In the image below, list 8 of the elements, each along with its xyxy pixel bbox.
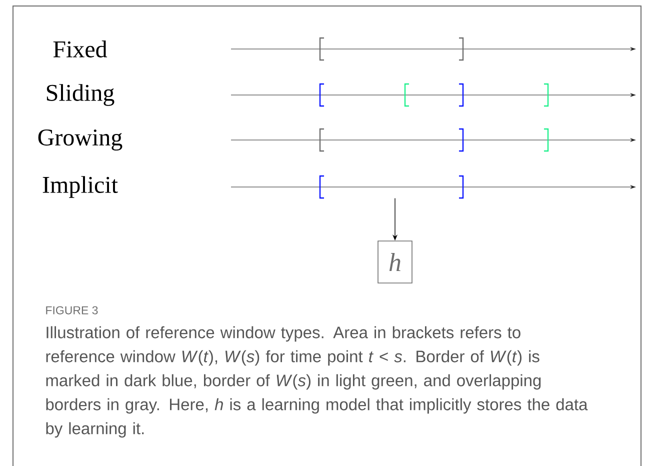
figure-number: FIGURE 3 [46, 306, 98, 314]
window-brackets [319, 175, 464, 199]
model-box: h [378, 240, 412, 284]
row-label: Implicit [42, 176, 118, 198]
caption-text: Illustration of reference window types. Area in brackets refers to reference window W(t), W(s) for time point t < s. Border of W(t) is marked in dark blue, border of W(s) in light green, and overlapping borders in gray. Here, h is a learning model that implicitly stores the data by learning it. [46, 326, 588, 438]
row-label: Growing [38, 129, 122, 151]
row-label: Sliding [46, 84, 114, 106]
row-label: Fixed [53, 40, 108, 58]
